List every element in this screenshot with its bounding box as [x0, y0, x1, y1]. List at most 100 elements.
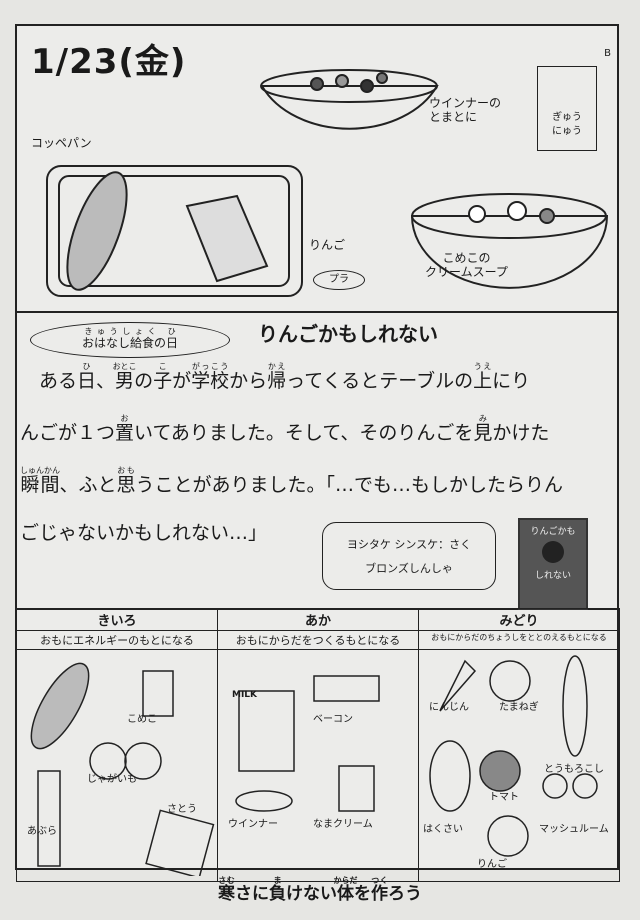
story-text: 、 [96, 370, 116, 392]
story-title: りんごかもしれない [258, 322, 438, 346]
menu-date: 1/23(金) [31, 42, 187, 82]
label-apple: りんご [309, 238, 346, 252]
divider [17, 311, 617, 313]
group-desc-1: おもにからだをつくるもとになる [217, 630, 419, 650]
badge-text: おはなし給食の日 [81, 336, 178, 350]
badge-ruby: きゅうしょく ひ [81, 327, 178, 336]
story-text: にり [492, 370, 531, 392]
label-bread: コッペパン [31, 136, 92, 150]
story-furigana: うえ [473, 362, 493, 371]
label-milk: ぎゅう にゅう [537, 66, 597, 151]
story-word: 上 [473, 370, 493, 392]
story-line: んごが１つ置おいてありました。そして、そのりんごを見みかけた [20, 414, 549, 445]
slogan-furigana: つく [371, 876, 388, 885]
story-ruby-word: 見み [473, 414, 493, 444]
food-label: さとう [167, 804, 197, 815]
story-text: ってくるとテーブルの [286, 370, 474, 392]
food-label: たまねぎ [499, 702, 539, 713]
slogan: 寒さむさに負まけない体からだを作つくろう [0, 876, 640, 904]
story-furigana: お [115, 414, 135, 423]
slogan-ruby-word: 負ま [269, 876, 286, 904]
story-text: から [229, 370, 268, 392]
slogan-text: を [354, 884, 371, 904]
slogan-word: 作 [371, 884, 388, 904]
story-word: 見 [473, 422, 493, 444]
story-text: が [172, 370, 192, 392]
story-furigana: おも [116, 466, 136, 475]
story-word: 帰 [267, 370, 287, 392]
story-word: 子 [153, 370, 173, 392]
story-ruby-word: 瞬間しゅんかん [20, 466, 60, 496]
story-text: の [134, 370, 154, 392]
food-label: こめこ [127, 714, 157, 725]
food-label: にんじん [429, 702, 469, 713]
story-day-badge: おはなし給食の日きゅうしょく ひ [30, 322, 230, 358]
group-desc-2: おもにからだのちょうしをととのえるもとになる [418, 630, 620, 650]
slogan-ruby-word: 体からだ [334, 876, 358, 904]
food-label: りんご [477, 859, 507, 870]
story-text: ある [20, 370, 78, 392]
story-text: かけた [492, 422, 550, 444]
story-word: 男 [112, 370, 137, 392]
food-label: ウインナー [228, 819, 278, 830]
story-line: ある日ひ、男おとこの子こが学校がっこうから帰かえってくるとテーブルの上うえにり [20, 362, 530, 393]
story-text: ごじゃないかもしれない…」 [20, 522, 268, 544]
stew-bowl-icon [260, 85, 439, 130]
slogan-furigana: ま [269, 876, 286, 885]
story-text: いてありました。そして、そのりんごを [134, 422, 474, 444]
story-ruby-word: 思おも [116, 466, 136, 496]
slogan-word: 体 [333, 884, 358, 904]
story-ruby-word: 上うえ [473, 362, 493, 392]
food-illustrations [429, 655, 598, 857]
slogan-ruby-word: 作つく [371, 876, 388, 904]
story-line: 瞬間しゅんかん、ふと思おもうことがありました。「…でも…もしかしたらりん [20, 466, 563, 497]
slogan-word: 寒 [218, 884, 235, 904]
food-label: MILK [232, 690, 258, 700]
story-text: んごが１つ [20, 422, 116, 444]
slogan-text: さに [235, 884, 269, 904]
apple-pack-icon [185, 194, 269, 283]
group-foods-2: にんじんたまねぎとうもろこしはくさいトマトマッシュルームりんご [418, 649, 620, 882]
lunch-illustration [46, 69, 609, 297]
story-furigana: がっこう [191, 362, 230, 371]
label-soup: こめこの クリームスープ [425, 251, 508, 279]
group-desc-0: おもにエネルギーのもとになる [16, 630, 218, 650]
soup-bowl-icon [410, 215, 609, 289]
book-publisher: ブロンズしんしゃ [365, 562, 453, 575]
story-word: 学校 [191, 370, 230, 392]
slogan-furigana: さむ [218, 876, 235, 885]
story-ruby-word: 子こ [153, 362, 173, 392]
slogan-text: ろう [388, 884, 422, 904]
food-groups-table: きいろあかみどりおもにエネルギーのもとになるおもにからだをつくるもとになるおもに… [16, 608, 620, 882]
story-furigana: おとこ [112, 362, 137, 371]
story-word: 置 [115, 422, 135, 444]
book-author: ヨシタケ シンスケ：さく [346, 538, 472, 551]
story-word: 日 [77, 370, 97, 392]
label-stew: ウインナーの とまとに [429, 96, 502, 124]
story-ruby-word: 帰かえ [267, 362, 287, 392]
tray-icon [46, 165, 303, 297]
story-word: 思 [116, 474, 136, 496]
slogan-word: 負 [269, 884, 286, 904]
story-ruby-word: 学校がっこう [191, 362, 230, 392]
story-furigana: かえ [267, 362, 287, 371]
slogan-text: けない [286, 884, 337, 904]
group-color-0: きいろ [16, 608, 218, 631]
food-label: トマト [489, 792, 519, 803]
book-cover-image: りんごかもしれない [518, 518, 588, 610]
group-color-2: みどり [418, 608, 620, 631]
story-furigana: み [473, 414, 493, 423]
story-ruby-word: 日ひ [77, 362, 97, 392]
group-color-1: あか [217, 608, 419, 631]
story-furigana: こ [153, 362, 173, 371]
food-label: あぶら [27, 826, 57, 837]
story-text: うことがありました。「…でも…もしかしたらりん [135, 474, 564, 496]
story-ruby-word: 置お [115, 414, 135, 444]
story-text: 、ふと [59, 474, 117, 496]
food-illustrations [235, 675, 380, 812]
story-ruby-word: 男おとこ [112, 362, 137, 392]
story-word: 瞬間 [20, 474, 60, 496]
food-illustrations [30, 662, 215, 879]
food-label: とうもろこし [544, 764, 604, 775]
